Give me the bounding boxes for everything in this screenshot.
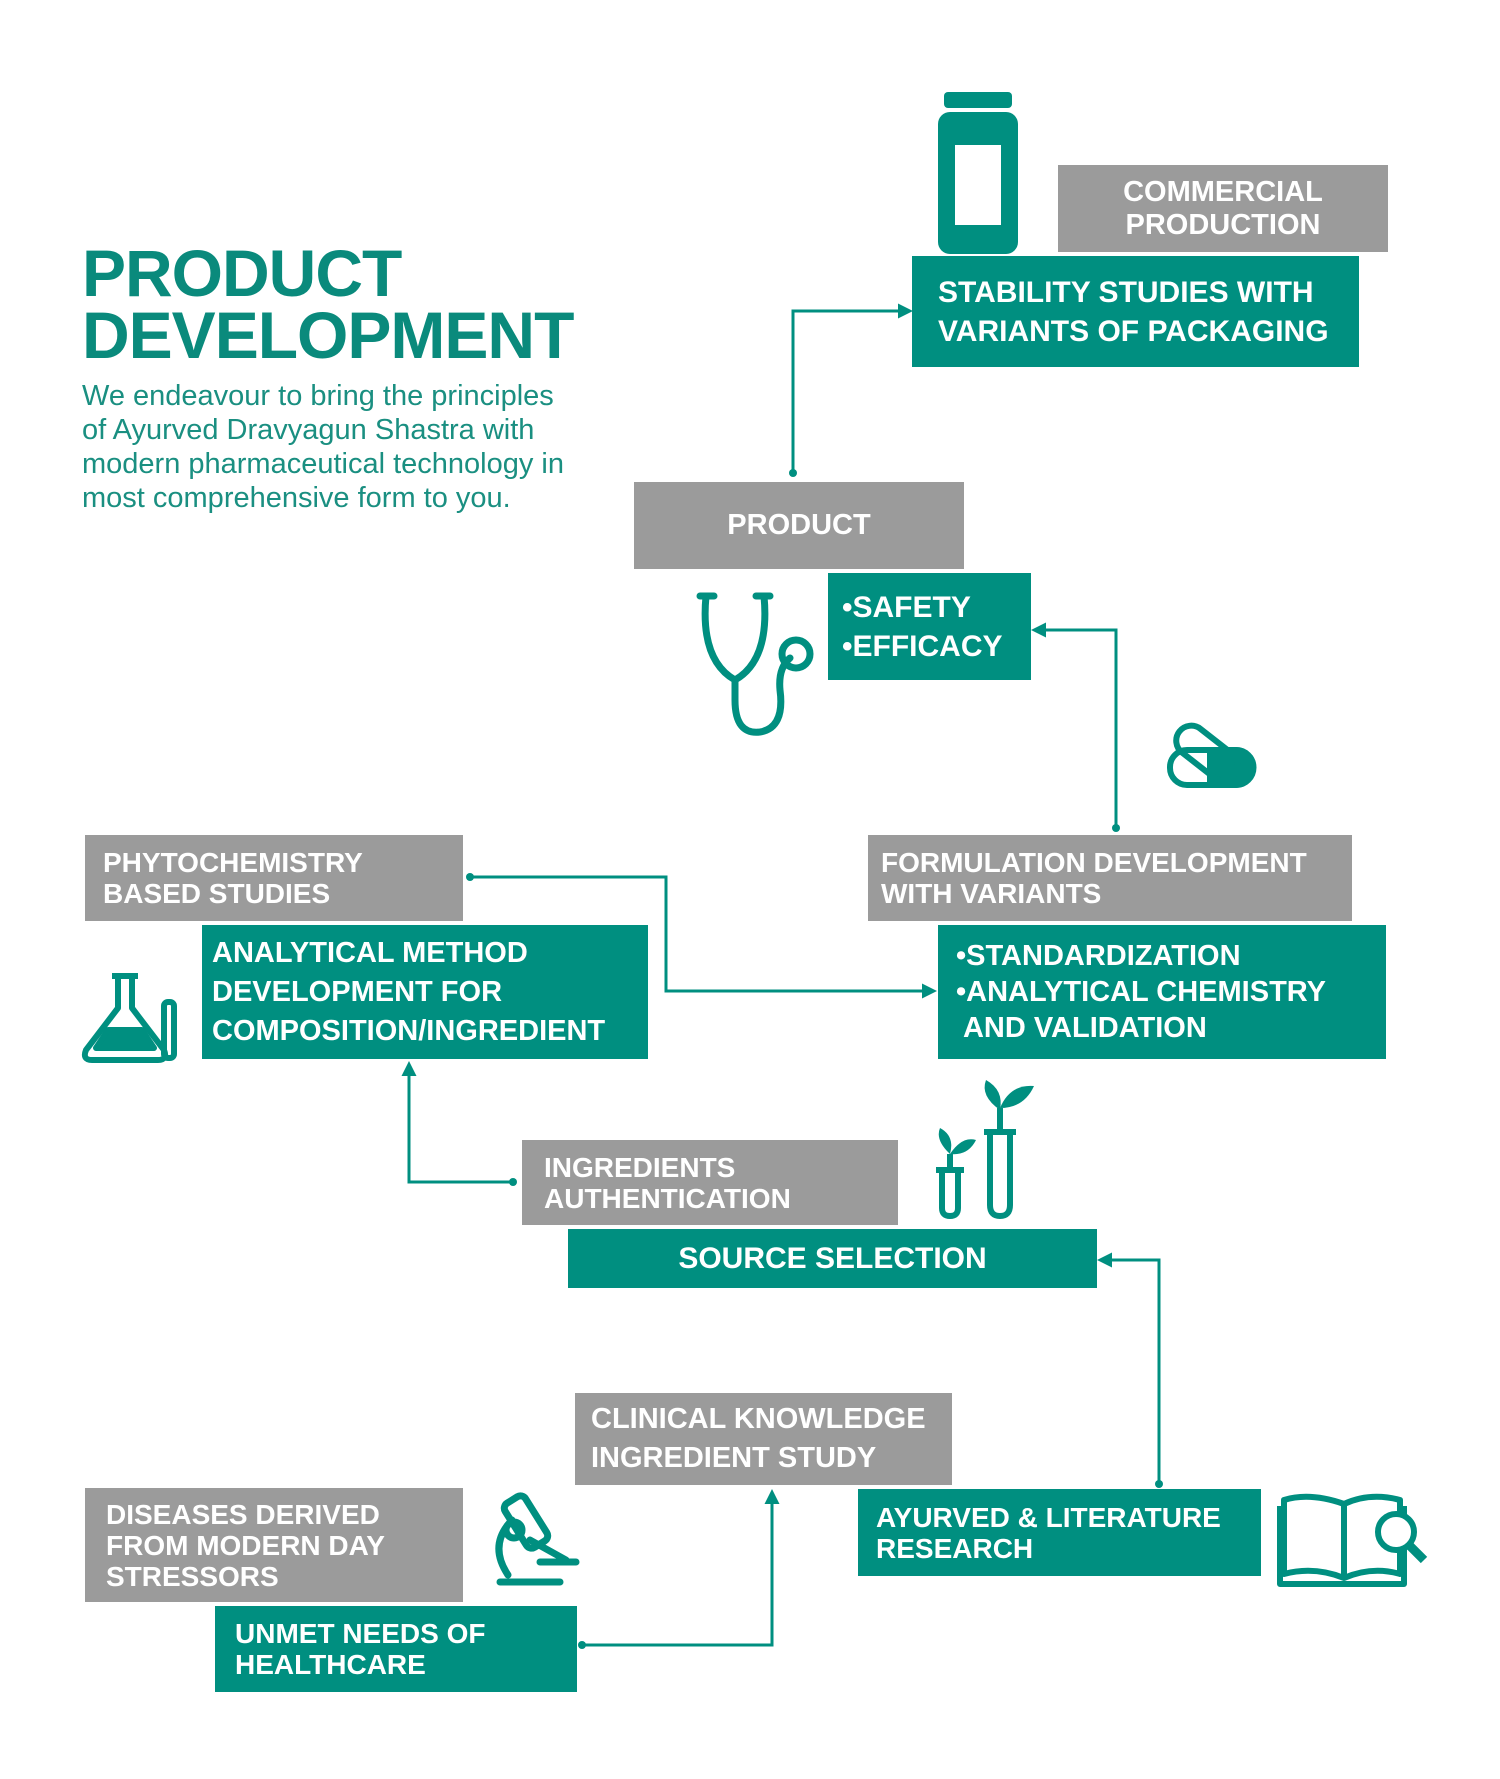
node-label: STABILITY STUDIES WITH [938, 275, 1314, 309]
node-phytochemistry: PHYTOCHEMISTRY BASED STUDIES [85, 835, 463, 921]
node-ingredients-authentication: INGREDIENTS AUTHENTICATION [522, 1140, 898, 1225]
node-label: INGREDIENT STUDY [591, 1442, 877, 1474]
node-label: AYURVED & LITERATURE [876, 1501, 1221, 1533]
flask-icon [81, 973, 177, 1063]
node-commercial-production: COMMERCIAL PRODUCTION [1058, 165, 1388, 252]
book-magnifier-icon [1277, 1493, 1428, 1587]
intro-line: modern pharmaceutical technology in [82, 448, 564, 480]
node-unmet-needs: UNMET NEEDS OF HEALTHCARE [215, 1606, 577, 1692]
node-label: CLINICAL KNOWLEDGE [591, 1403, 926, 1435]
node-label: PRODUCT [727, 509, 871, 541]
node-label: STRESSORS [106, 1560, 279, 1592]
node-label: WITH VARIANTS [881, 878, 1102, 909]
capsule-icon [1167, 722, 1257, 788]
node-diseases-derived: DISEASES DERIVED FROM MODERN DAY STRESSO… [85, 1488, 463, 1602]
node-label: ANALYTICAL METHOD [212, 936, 528, 969]
node-label: BASED STUDIES [103, 878, 331, 909]
node-safety-efficacy: •SAFETY •EFFICACY [828, 573, 1031, 680]
node-label: AUTHENTICATION [544, 1182, 791, 1214]
node-clinical-knowledge: CLINICAL KNOWLEDGE INGREDIENT STUDY [575, 1393, 952, 1485]
node-label: FROM MODERN DAY [106, 1529, 385, 1561]
node-label: •EFFICACY [842, 629, 1003, 663]
node-label: •ANALYTICAL CHEMISTRY [956, 976, 1326, 1008]
node-ayurved-research: AYURVED & LITERATURE RESEARCH [858, 1489, 1261, 1576]
node-label: PRODUCTION [1125, 208, 1321, 241]
page-title: PRODUCT DEVELOPMENT [82, 236, 574, 372]
node-label: HEALTHCARE [235, 1649, 426, 1680]
title-line: DEVELOPMENT [82, 298, 574, 372]
stethoscope-icon [696, 592, 814, 736]
node-label: FORMULATION DEVELOPMENT [881, 847, 1307, 878]
intro-line: of Ayurved Dravyagun Shastra with [82, 414, 535, 446]
intro-text: We endeavour to bring the principles of … [82, 379, 662, 515]
node-label: PHYTOCHEMISTRY [103, 847, 363, 878]
intro-line: We endeavour to bring the principles [82, 380, 554, 412]
node-standardization: •STANDARDIZATION •ANALYTICAL CHEMISTRY A… [938, 925, 1386, 1059]
node-analytical-method: ANALYTICAL METHOD DEVELOPMENT FOR COMPOS… [202, 925, 648, 1059]
node-label: COMPOSITION/INGREDIENT [212, 1014, 606, 1047]
node-product: PRODUCT [634, 482, 964, 569]
node-label: UNMET NEEDS OF [235, 1618, 486, 1649]
node-label: •SAFETY [842, 590, 971, 624]
node-label: DEVELOPMENT FOR [212, 975, 503, 1008]
node-source-selection: SOURCE SELECTION [568, 1229, 1097, 1288]
node-label: DISEASES DERIVED [106, 1498, 380, 1530]
node-label: •STANDARDIZATION [956, 940, 1241, 972]
intro-line: most comprehensive form to you. [82, 482, 511, 514]
node-label: AND VALIDATION [956, 1012, 1207, 1044]
bottle-icon [938, 92, 1018, 254]
node-label: VARIANTS OF PACKAGING [938, 314, 1329, 348]
node-label: SOURCE SELECTION [678, 1242, 987, 1275]
node-label: RESEARCH [876, 1532, 1034, 1564]
node-label: INGREDIENTS [544, 1151, 736, 1183]
microscope-icon [495, 1492, 580, 1586]
node-label: COMMERCIAL [1123, 175, 1323, 208]
title-line: PRODUCT [82, 236, 402, 310]
node-stability-studies: STABILITY STUDIES WITH VARIANTS OF PACKA… [912, 256, 1359, 367]
node-formulation-development: FORMULATION DEVELOPMENT WITH VARIANTS [868, 835, 1352, 921]
seedling-test-tubes-icon [936, 1108, 1016, 1220]
